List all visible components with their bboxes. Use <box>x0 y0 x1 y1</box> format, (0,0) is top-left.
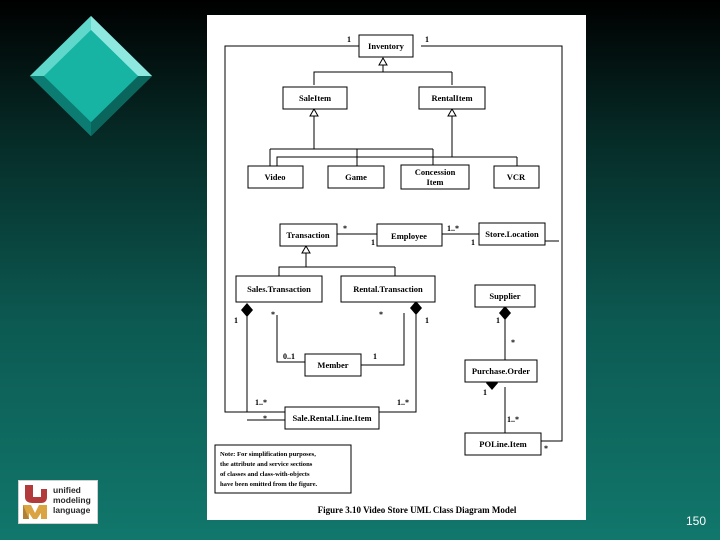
class-label-vcr: VCR <box>507 172 526 182</box>
teal-diamond-icon <box>30 16 152 136</box>
mult-inventory-left: 1 <box>347 35 351 44</box>
class-label-purchase-order: Purchase.Order <box>472 366 530 376</box>
note-line-1: Note: For simplification purposes, <box>220 451 316 458</box>
class-label-concession-2: Item <box>427 177 444 187</box>
mult-employee-store-many: 1..* <box>447 224 459 233</box>
class-sale-item <box>282 86 348 110</box>
class-inventory <box>358 34 414 58</box>
class-member <box>304 353 362 377</box>
mult-employee-store-one: 1 <box>471 238 475 247</box>
class-video <box>247 165 304 189</box>
mult-member-one: 1 <box>373 352 377 361</box>
mult-sales-star: * <box>271 310 275 319</box>
mult-transaction-employee-one: 1 <box>371 238 375 247</box>
mult-srli-left-many: 1..* <box>255 398 267 407</box>
logo-word-unified: unified <box>53 485 81 495</box>
class-label-member: Member <box>317 360 348 370</box>
mult-srli-left-star: * <box>263 414 267 423</box>
mult-rental-star: * <box>379 310 383 319</box>
class-sale-rental-line-item <box>284 406 380 430</box>
uml-class-diagram: Inventory SaleItem RentalItem Video Game… <box>214 34 563 515</box>
class-label-employee: Employee <box>391 231 427 241</box>
uml-logo-mark-icon <box>23 485 47 519</box>
class-label-rental-item: RentalItem <box>431 93 472 103</box>
class-label-sales-transaction: Sales.Transaction <box>247 284 311 294</box>
class-poline-item <box>464 432 542 456</box>
logo-word-modeling: modeling <box>53 495 91 505</box>
uml-diagram-page: Inventory SaleItem RentalItem Video Game… <box>207 15 586 520</box>
class-label-concession-1: Concession <box>415 167 456 177</box>
note-box <box>214 444 352 494</box>
mult-member-zero-one: 0..1 <box>283 352 295 361</box>
class-store-location <box>478 222 546 246</box>
logo-word-language: language <box>53 505 91 515</box>
class-label-supplier: Supplier <box>489 291 520 301</box>
note-line-4: have been omitted from the figure. <box>220 481 318 488</box>
class-label-transaction: Transaction <box>286 230 330 240</box>
class-rental-item <box>418 86 486 110</box>
class-sales-transaction <box>235 275 323 303</box>
mult-rental-one: 1 <box>425 316 429 325</box>
mult-srli-right-many: 1..* <box>397 398 409 407</box>
uml-logo: unified modeling language <box>18 480 98 524</box>
class-transaction <box>279 223 338 247</box>
class-label-sale-item: SaleItem <box>299 93 331 103</box>
class-label-video: Video <box>265 172 286 182</box>
uml-logo-text: unified modeling language <box>53 485 97 515</box>
mult-purchase-order-one: 1 <box>483 388 487 397</box>
class-employee <box>376 223 443 247</box>
class-label-game: Game <box>345 172 367 182</box>
class-label-sale-rental-line-item: Sale.Rental.Line.Item <box>292 413 371 423</box>
mult-inventory-right: 1 <box>425 35 429 44</box>
mult-transaction-employee-star: * <box>343 224 347 233</box>
note-line-3: of classes and class-with-objects <box>220 471 310 478</box>
class-vcr <box>493 165 540 189</box>
class-label-store-location: Store.Location <box>485 229 539 239</box>
mult-supplier-one: 1 <box>496 316 500 325</box>
figure-caption: Figure 3.10 Video Store UML Class Diagra… <box>318 505 517 515</box>
class-supplier <box>474 284 536 308</box>
note-line-2: the attribute and service sections <box>220 461 313 468</box>
class-purchase-order <box>464 359 538 383</box>
mult-sales-one: 1 <box>234 316 238 325</box>
class-label-inventory: Inventory <box>368 41 405 51</box>
class-rental-transaction <box>340 275 436 303</box>
mult-poline-star: * <box>544 444 548 453</box>
class-concession-item <box>400 164 470 190</box>
class-game <box>327 165 385 189</box>
class-label-rental-transaction: Rental.Transaction <box>353 284 423 294</box>
class-label-poline-item: POLine.Item <box>479 439 526 449</box>
mult-purchase-order-star: * <box>511 338 515 347</box>
mult-poline-many: 1..* <box>507 415 519 424</box>
slide-page-number: 150 <box>686 514 707 528</box>
